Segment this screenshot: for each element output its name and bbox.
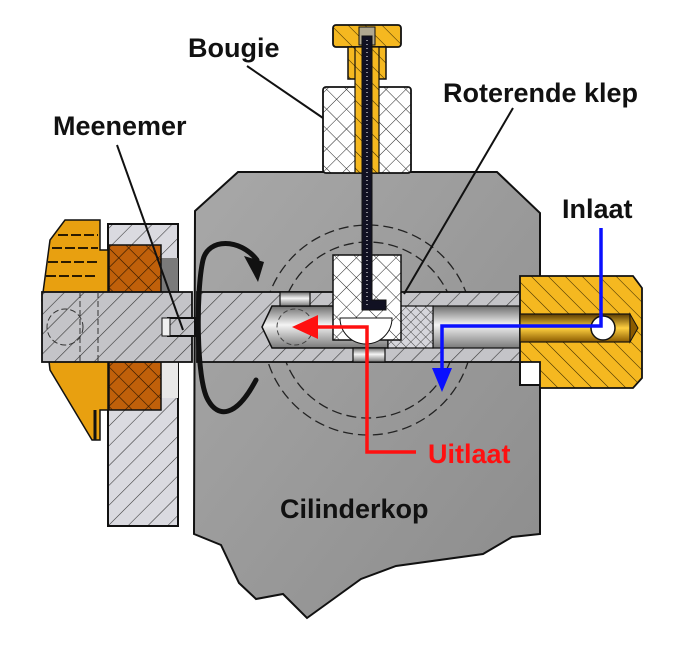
leader-rotary-valve: [403, 107, 514, 295]
inlet-flow-path: [440, 228, 603, 368]
leader-spark-plug: [246, 65, 324, 119]
label-cylinder-head: Cilinderkop: [280, 494, 429, 524]
label-exhaust: Uitlaat: [428, 439, 511, 469]
rotation-arrow: [195, 241, 260, 415]
leader-drive-coupling: [116, 144, 184, 331]
rotation-arrowhead: [244, 256, 264, 282]
bushing-top: [108, 244, 162, 294]
inlet-arrowhead: [432, 368, 452, 392]
exhaust-arrowhead: [292, 315, 318, 339]
bushing-bottom: [108, 361, 162, 411]
label-rotary-valve: Roterende klep: [443, 78, 638, 108]
spark-plug: [322, 24, 412, 345]
label-inlet: Inlaat: [562, 194, 633, 224]
exhaust-flow-path: [316, 325, 416, 454]
label-spark-plug: Bougie: [188, 33, 280, 63]
label-drive-coupling: Meenemer: [53, 111, 187, 141]
inlet-port: [590, 315, 616, 341]
